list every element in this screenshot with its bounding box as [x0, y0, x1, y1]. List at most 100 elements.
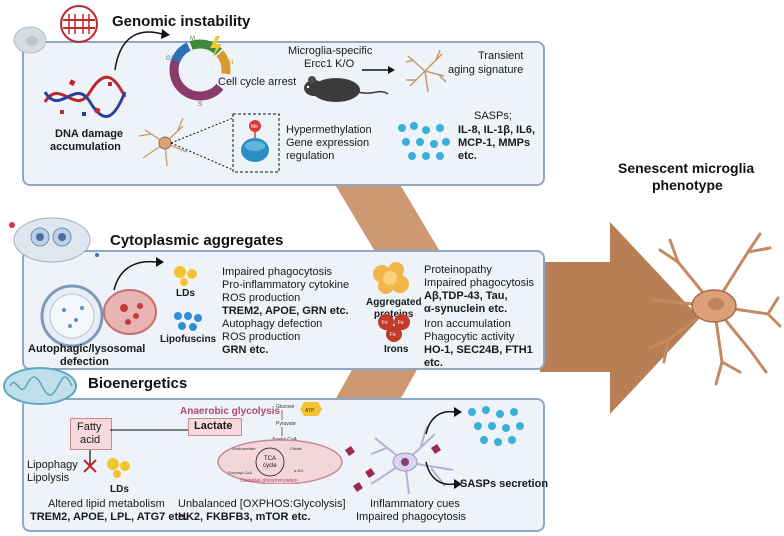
lipophagy-label: Lipophagy: [27, 459, 78, 471]
unbalanced-label-2: HK2, FKBFB3, mTOR etc.: [178, 511, 311, 523]
sasp-dots-icon: [398, 122, 450, 160]
lds-icon: [174, 266, 197, 286]
cytoplasmic-aggregates-title: Cytoplasmic aggregates: [110, 232, 284, 249]
lysosome-cluster-icon: [9, 217, 99, 263]
dna-ladder-icon: [60, 5, 98, 43]
lipo-text-1: Autophagy defection: [222, 318, 323, 330]
irons-label: Irons: [384, 344, 409, 355]
iron-text-2: Phagocytic activity: [424, 331, 515, 343]
sasps-label-2: IL-8, IL-1β, IL6,: [458, 124, 535, 136]
ercc1-label-1: Microglia-specific: [288, 45, 373, 57]
lipofuscins-icon: [174, 312, 202, 331]
grey-cell-icon: [13, 26, 47, 54]
lds-bio-label: LDs: [110, 484, 129, 495]
impaired-phagocytosis-label: Impaired phagocytosis: [356, 511, 467, 523]
svg-text:cycle: cycle: [263, 463, 277, 469]
arrow-to-aging: [362, 66, 395, 74]
lactate-label: Lactate: [194, 420, 233, 432]
sasps-label-1: SASPs;: [474, 110, 512, 122]
glycolysis-tca-diagram: Glucose ATP Pyruvate Acetyl-CoA TCA cycl…: [217, 402, 343, 484]
mouse-icon: [304, 76, 389, 102]
aggregated-proteins-icon: [373, 262, 409, 294]
dna-damage-label-1: DNA damage: [55, 128, 124, 140]
aging-microglia-icon: [405, 49, 447, 93]
agg-text-1: Proteinopathy: [424, 264, 492, 276]
cell-cycle-wheel-icon: M G2 G1 S: [166, 36, 235, 108]
inflamed-microglia-icon: [345, 425, 454, 495]
sasp-secretion-dots: [468, 406, 524, 446]
lds-bio-icon: [107, 458, 130, 478]
hypermethylation-label-1: Hypermethylation: [286, 124, 372, 136]
fatty-acid-box: [70, 418, 112, 450]
agg-text-2: Impaired phagocytosis: [424, 277, 535, 289]
aggregated-label-2: proteins: [374, 309, 414, 320]
svg-text:Fe: Fe: [382, 320, 388, 326]
genomic-instability-title: Genomic instability: [112, 13, 251, 30]
altered-lipid-label-1: Altered lipid metabolism: [48, 498, 165, 510]
dna-damage-icon: [43, 75, 127, 118]
fatty-acid-label-2: acid: [80, 434, 101, 446]
svg-text:Succinyl-CoA: Succinyl-CoA: [228, 470, 252, 475]
lipo-text-2: ROS production: [222, 331, 301, 343]
svg-text:Glucose: Glucose: [276, 404, 295, 410]
outcome-title-1: Senescent microglia: [618, 160, 755, 176]
autophagosome-fusion-icon: [40, 284, 157, 348]
hypermethylation-label-3: regulation: [286, 150, 335, 162]
svg-text:S: S: [198, 102, 202, 108]
lipo-text-3: GRN etc.: [222, 344, 269, 356]
iron-text-4: etc.: [424, 357, 443, 369]
svg-text:Oxaloacetate: Oxaloacetate: [232, 446, 256, 451]
mitochondrion-icon: [3, 367, 77, 405]
svg-text:Me: Me: [251, 124, 258, 130]
lds-text-4: TREM2, APOE, GRN etc.: [222, 305, 349, 317]
lds-text-2: Pro-inflammatory cytokine: [222, 279, 350, 291]
fatty-acid-to-lactate-line: [110, 429, 188, 431]
svg-text:Oxidative phosphorylation: Oxidative phosphorylation: [240, 478, 298, 484]
lds-label: LDs: [176, 288, 195, 299]
bioenergetics-title: Bioenergetics: [88, 375, 188, 392]
curved-arrow-to-lds: [113, 257, 164, 291]
svg-text:M: M: [190, 36, 195, 42]
svg-text:Pyruvate: Pyruvate: [276, 421, 296, 427]
sasps-label-3: MCP-1, MMPs: [458, 137, 531, 149]
inflammatory-cues-label: Inflammatory cues: [370, 498, 460, 510]
upper-diagonal-arrow-band: [330, 176, 445, 260]
aging-label-2: aging signature: [448, 64, 524, 76]
curved-arrow-to-cell-cycle: [114, 29, 170, 71]
svg-text:G1: G1: [226, 60, 235, 66]
lds-text-3: ROS production: [222, 292, 301, 304]
genomic-instability-panel: [22, 41, 545, 186]
autophagic-label-1: Autophagic/lysosomal: [28, 343, 146, 355]
hypermethylation-label-2: Gene expression: [286, 137, 370, 149]
secretion-arrows: [425, 407, 462, 489]
sasps-secretion-label: SASPs secretion: [460, 478, 549, 490]
unbalanced-label-1: Unbalanced [OXPHOS:Glycolysis]: [178, 498, 346, 510]
aggregated-label-1: Aggregated: [366, 297, 422, 308]
lds-text-1: Impaired phagocytosis: [222, 266, 333, 278]
iron-text-1: Iron accumulation: [424, 318, 511, 330]
aging-label-1: Transient: [478, 50, 524, 62]
lipolysis-label: Lipolysis: [27, 472, 70, 484]
cell-cycle-arrest-label: Cell cycle arrest: [218, 76, 297, 88]
svg-text:G2: G2: [166, 56, 175, 62]
svg-text:TCA: TCA: [264, 456, 276, 462]
lactate-box: [188, 418, 242, 436]
svg-text:ATP: ATP: [305, 408, 315, 414]
svg-text:Citrate: Citrate: [290, 446, 303, 451]
lipofuscins-label: Lipofuscins: [160, 334, 217, 345]
sasps-label-4: etc.: [458, 150, 477, 162]
main-right-arrow: [540, 222, 700, 414]
anaerobic-label: Anaerobic glycolysis: [180, 406, 281, 417]
fatty-acid-label-1: Fatty: [77, 421, 102, 433]
outcome-title-2: phenotype: [652, 177, 723, 193]
svg-text:α-KG: α-KG: [294, 468, 303, 473]
lipid-pathway-lines: [83, 450, 97, 473]
ercc1-label-2: Ercc1 K/O: [304, 58, 355, 70]
microglia-zoom-icon: Me: [138, 113, 280, 173]
svg-text:Fe: Fe: [390, 332, 396, 338]
autophagic-label-2: defection: [60, 356, 109, 368]
iron-text-3: HO-1, SEC24B, FTH1: [424, 344, 533, 356]
altered-lipid-label-2: TREM2, APOE, LPL, ATG7 etc.: [30, 511, 188, 523]
senescent-microglia-icon: [648, 232, 782, 386]
